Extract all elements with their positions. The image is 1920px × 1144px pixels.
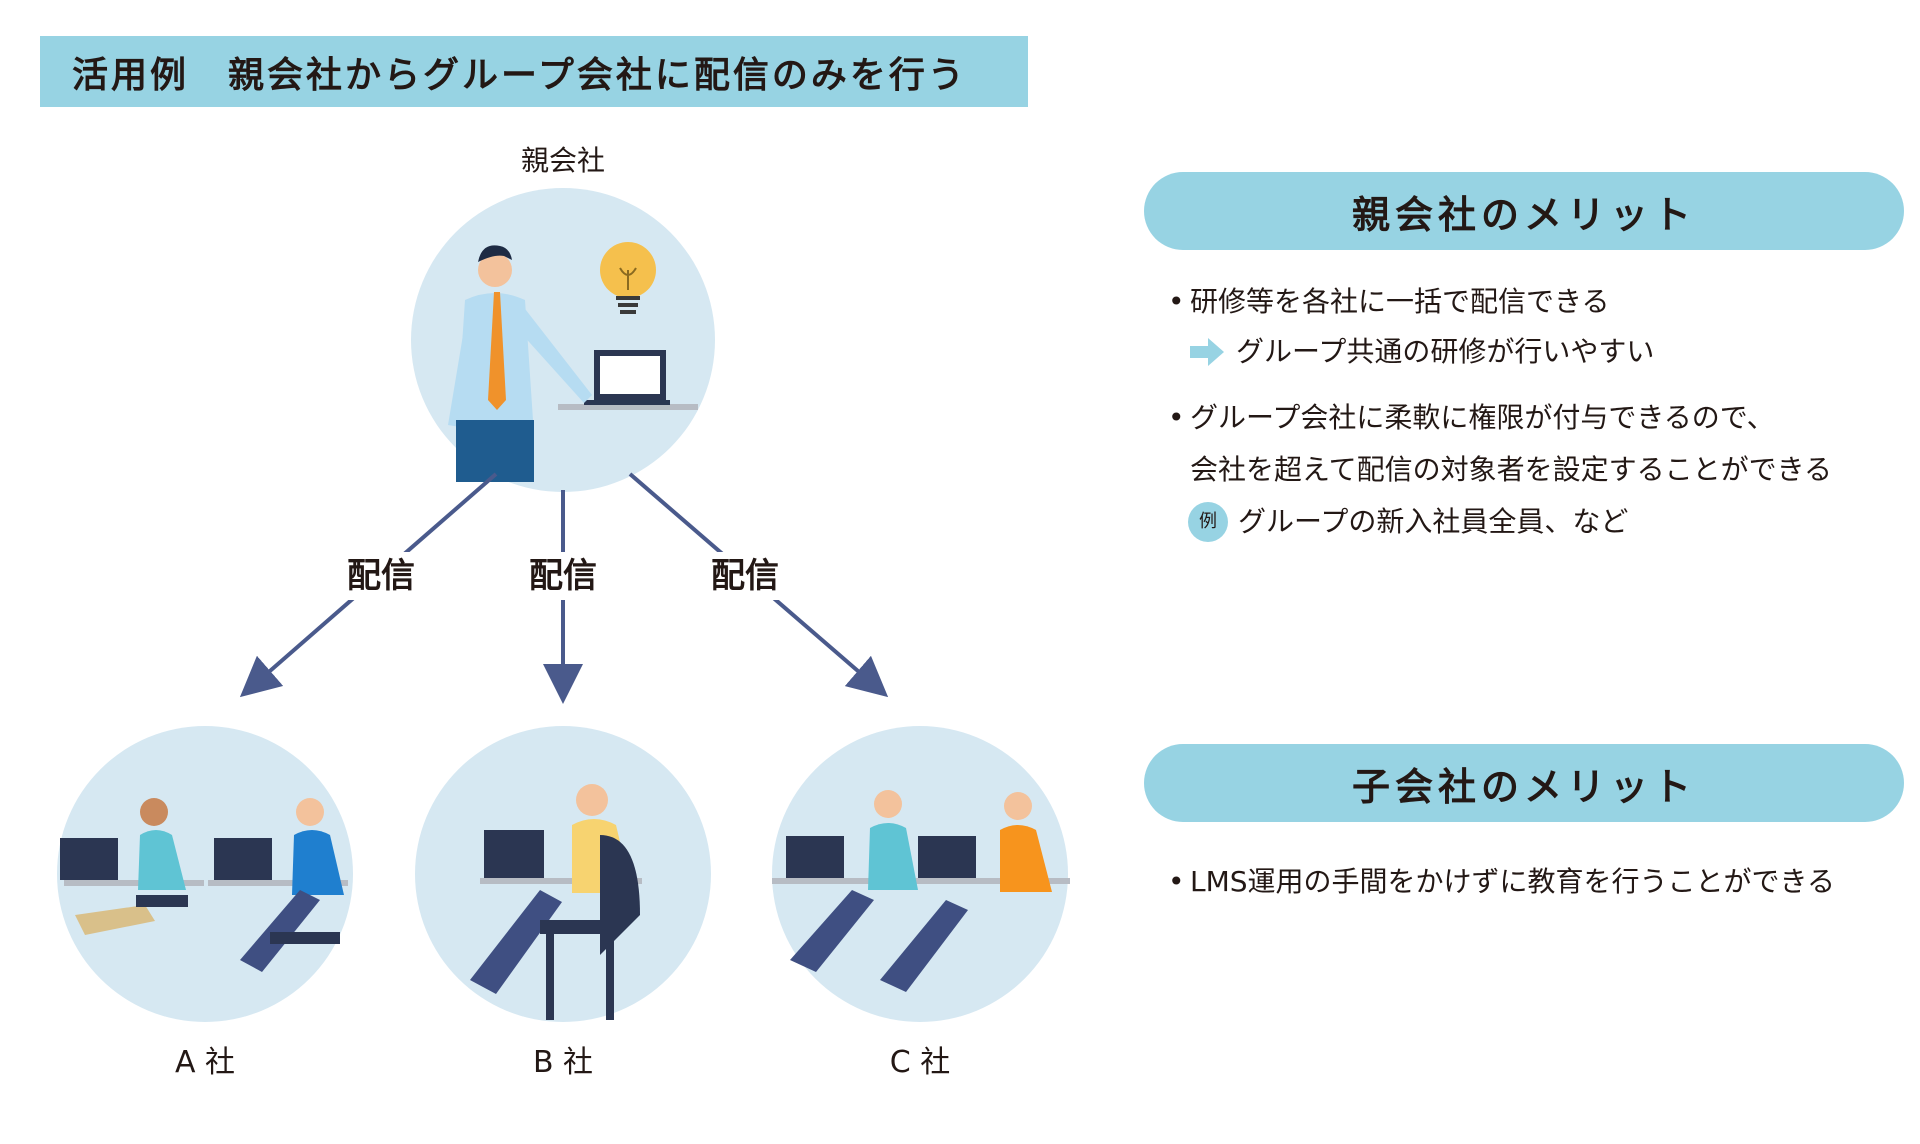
company-b-label: B 社	[533, 1045, 593, 1080]
laptop-icon	[584, 350, 670, 405]
company-c-label: C 社	[890, 1045, 950, 1080]
edge-label-a: 配信	[347, 556, 415, 596]
lightbulb-icon	[600, 242, 656, 314]
child-merit-heading: 子会社のメリット	[1144, 744, 1904, 822]
page-title: 活用例 親会社からグループ会社に配信のみを行う	[40, 36, 1028, 107]
parent-merit-bullet-1: •研修等を各社に一括で配信できる	[1168, 285, 1610, 318]
presenter-figure	[448, 245, 592, 482]
parent-merit-bullet-2-line-2: 会社を超えて配信の対象者を設定することができる	[1190, 453, 1833, 486]
company-b-illustration	[415, 726, 711, 1022]
parent-company-illustration	[411, 188, 715, 492]
company-c-illustration	[772, 726, 1070, 1022]
parent-merit-heading: 親会社のメリット	[1144, 172, 1904, 250]
parent-merit-bullet-2-line-1: •グループ会社に柔軟に権限が付与できるので、	[1168, 401, 1775, 434]
bullet-dot: •	[1168, 865, 1185, 898]
parent-merit-example: 例 グループの新入社員全員、など	[1188, 502, 1628, 542]
parent-merit-result: グループ共通の研修が行いやすい	[1190, 338, 1654, 366]
parent-company-label: 親会社	[521, 144, 605, 177]
edge-label-b: 配信	[529, 556, 597, 596]
right-arrow-icon	[1190, 338, 1224, 366]
company-a-label: A 社	[175, 1045, 235, 1080]
example-badge: 例	[1188, 502, 1228, 542]
bullet-dot: •	[1168, 401, 1185, 434]
child-merit-bullet-1: •LMS運用の手間をかけずに教育を行うことができる	[1168, 865, 1835, 898]
bullet-dot: •	[1168, 285, 1185, 318]
company-a-illustration	[57, 726, 353, 1022]
edge-label-c: 配信	[711, 556, 779, 596]
